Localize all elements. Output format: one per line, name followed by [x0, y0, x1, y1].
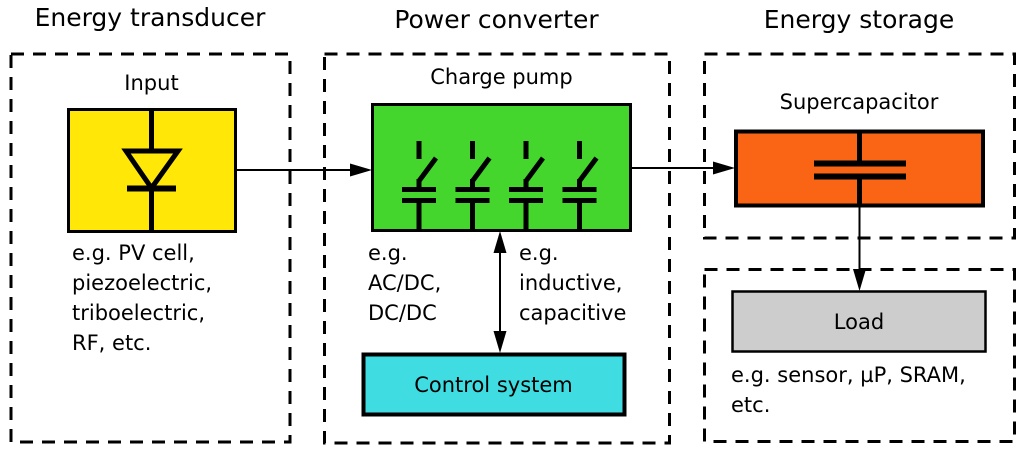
control-system-label: Control system: [414, 372, 573, 397]
arrow-supercapacitor-to-load: [853, 205, 866, 291]
load-label: Load: [833, 309, 885, 334]
supercapacitor-label: Supercapacitor: [779, 90, 939, 114]
energy-transducer-title: Energy transducer: [34, 3, 266, 32]
transducer-group-box: [9, 52, 292, 444]
arrow-charge-pump-control-bidirectional: [493, 231, 507, 353]
input-label: Input: [124, 71, 179, 95]
control-system-box: [361, 352, 627, 417]
capacitor-icon: [814, 132, 906, 205]
converter-group-box: [323, 52, 671, 445]
arrow-charge-pump-to-supercapacitor: [631, 161, 735, 175]
switched-capacitor-icon: [402, 141, 439, 230]
converter-type-examples-text: e.g. AC/DC, DC/DC: [368, 241, 442, 325]
charge-pump-label: Charge pump: [430, 65, 573, 89]
load-box: [731, 290, 987, 353]
converter-topology-examples-text: e.g. inductive, capacitive: [519, 241, 627, 325]
diode-icon: [121, 109, 183, 231]
switched-capacitor-icon: [509, 141, 546, 230]
energy-storage-title: Energy storage: [763, 5, 955, 34]
switched-capacitor-icon: [455, 141, 492, 230]
switched-capacitor-icon: [562, 141, 599, 230]
arrow-input-to-charge-pump: [236, 163, 372, 177]
load-examples-text: e.g. sensor, µP, SRAM, etc.: [731, 363, 966, 417]
transducer-examples-text: e.g. PV cell, piezoelectric, triboelectr…: [72, 241, 213, 355]
power-converter-title: Power converter: [394, 5, 599, 34]
